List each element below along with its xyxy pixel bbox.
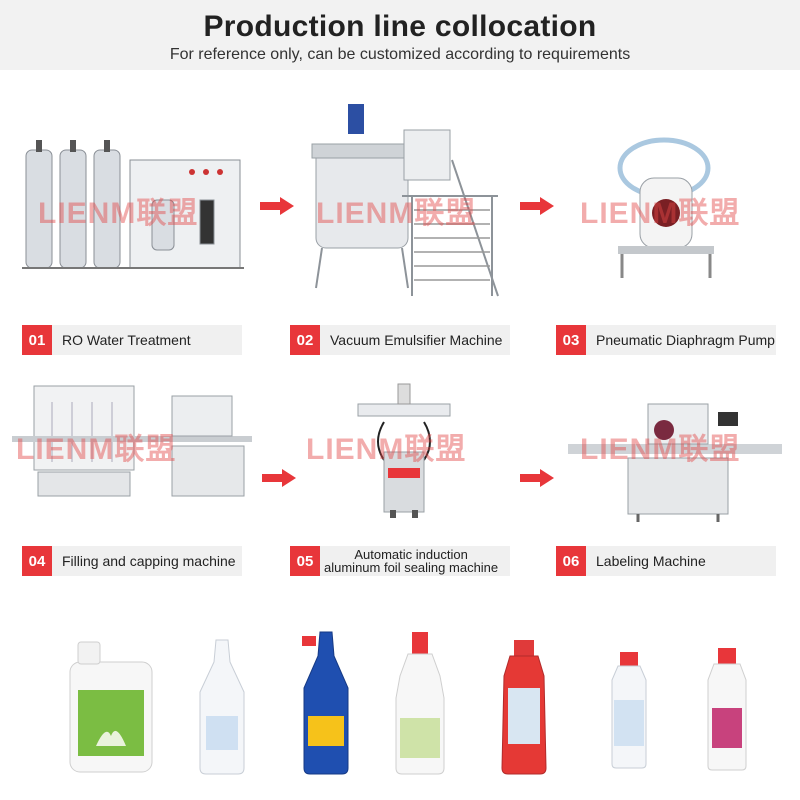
toilet-cleaner-blue-bottle-image bbox=[302, 631, 349, 775]
step-label-induction-sealing: 05 Automatic induction aluminum foil sea… bbox=[290, 546, 510, 576]
toilet-cleaner-white-bottle-image bbox=[199, 639, 245, 775]
labeling-machine-image bbox=[568, 403, 782, 522]
step-title: Automatic induction aluminum foil sealin… bbox=[320, 548, 498, 574]
red-cleaner-bottle-image bbox=[501, 640, 547, 775]
step-label-vacuum-emulsifier: 02 Vacuum Emulsifier Machine bbox=[290, 325, 510, 355]
arrow-right-icon bbox=[262, 469, 296, 487]
step-label-filling-capping: 04 Filling and capping machine bbox=[22, 546, 242, 576]
page-title: Production line collocation bbox=[203, 10, 597, 43]
watermark: LIENM联盟 bbox=[580, 197, 741, 230]
watermark: LIENM联盟 bbox=[316, 197, 477, 230]
arrow-right-icon bbox=[520, 469, 554, 487]
bleach-bottle-image bbox=[707, 648, 747, 771]
step-title: Labeling Machine bbox=[596, 552, 706, 569]
filling-capping-machine-image bbox=[12, 385, 252, 497]
jerrycan-bottle-image bbox=[69, 641, 153, 773]
watermark: LIENM联盟 bbox=[38, 197, 199, 230]
step-number: 06 bbox=[556, 546, 586, 576]
step-title-line1: Automatic induction bbox=[354, 547, 468, 562]
step-number: 02 bbox=[290, 325, 320, 355]
page-subtitle: For reference only, can be customized ac… bbox=[169, 46, 631, 63]
watermark: LIENM联盟 bbox=[580, 433, 741, 466]
vacuum-emulsifier-image bbox=[311, 104, 499, 297]
step-number: 05 bbox=[290, 546, 320, 576]
step-label-diaphragm-pump: 03 Pneumatic Diaphragm Pump bbox=[556, 325, 776, 355]
step-title: Pneumatic Diaphragm Pump bbox=[596, 331, 775, 348]
step-label-ro-water: 01 RO Water Treatment bbox=[22, 325, 242, 355]
arrow-right-icon bbox=[520, 197, 554, 215]
step-number: 03 bbox=[556, 325, 586, 355]
step-title: RO Water Treatment bbox=[62, 331, 191, 348]
step-title: Vacuum Emulsifier Machine bbox=[330, 331, 503, 348]
watermark: LIENM联盟 bbox=[306, 433, 467, 466]
ro-water-treatment-image bbox=[22, 140, 244, 269]
header: Production line collocation For referenc… bbox=[0, 0, 800, 70]
step-number: 04 bbox=[22, 546, 52, 576]
induction-sealing-machine-image bbox=[357, 383, 451, 518]
step-number: 01 bbox=[22, 325, 52, 355]
arrow-right-icon bbox=[260, 197, 294, 215]
watermark: LIENM联盟 bbox=[16, 433, 177, 466]
step-title-line2: aluminum foil sealing machine bbox=[324, 560, 499, 575]
white-cleaner-bottle-image bbox=[611, 652, 647, 769]
step-label-labeling: 06 Labeling Machine bbox=[556, 546, 776, 576]
diaphragm-pump-image bbox=[617, 137, 714, 278]
step-title: Filling and capping machine bbox=[62, 552, 236, 569]
dish-soap-bottle-image bbox=[395, 632, 445, 775]
